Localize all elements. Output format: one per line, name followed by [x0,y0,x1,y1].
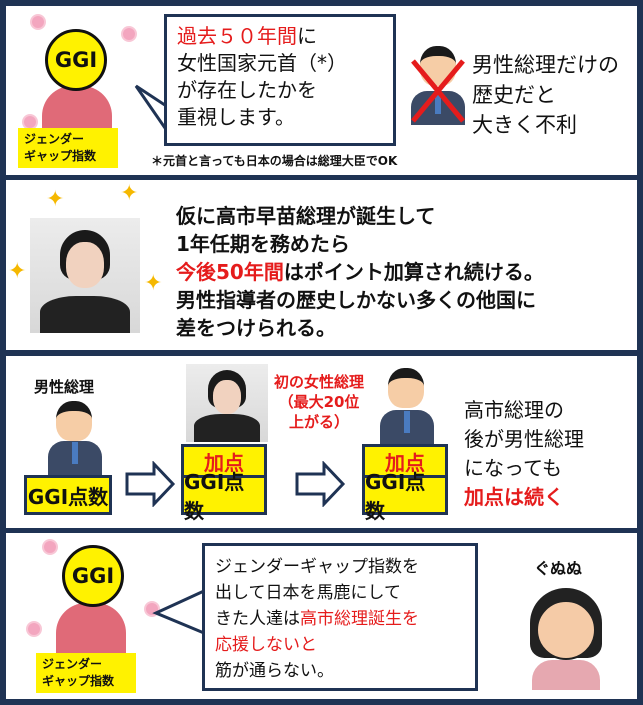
text-line: 大きく不利 [472,113,577,137]
disadvantage-text: 男性総理だけの 歴史だと 大きく不利 [472,50,619,140]
text-highlight: 加点は続く [464,485,564,509]
text-line: はポイント加算され続ける。 [283,260,544,284]
bubble-text: が存在したかを [177,78,317,102]
text-line: 仮に高市早苗総理が誕生して [176,204,436,228]
ggi-label: ジェンダー ギャップ指数 [36,653,136,693]
panel-ggi-intro: GGI ジェンダー ギャップ指数 過去５０年間に 女性国家元首（*） が存在した… [6,6,637,175]
bubble-highlight: 応援しないと [215,635,317,655]
bubble-text: ジェンダーギャップ指数を [215,557,419,577]
panel-takaichi: ✦ ✦ ✦ ✦ 仮に高市早苗総理が誕生して 1年任期を務めたら 今後50年間はポ… [6,180,637,350]
flower-icon [28,623,40,635]
ggi-badge-text: GGI [71,564,115,588]
male-pm-illustration [408,46,468,126]
ggi-badge: GGI [45,29,107,91]
sparkle-icon: ✦ [144,271,163,296]
ggi-label-line: ギャップ指数 [42,674,115,688]
first-female-pm-label: 初の女性総理 （最大20位 上がる） [274,372,364,432]
sparkle-icon: ✦ [46,187,65,212]
takaichi-text: 仮に高市早苗総理が誕生して 1年任期を務めたら 今後50年間はポイント加算され続… [176,202,544,342]
text-line: 高市総理の [464,398,564,422]
ggi-label-line: ジェンダー [42,657,103,671]
text-line: 1年任期を務めたら [176,232,350,256]
bonus-box: 加点 [181,444,267,478]
text-line: 上がる） [289,413,350,431]
bubble-text: 筋が通らない。 [215,661,334,681]
speech-bubble-tail [152,588,206,636]
box-text: 加点 [204,450,244,475]
text-line: 男性指導者の歴史しかない多くの他国に [176,288,536,312]
male-pm-illustration [378,368,438,444]
text-line: 男性総理だけの [472,53,619,77]
speech-bubble: 過去５０年間に 女性国家元首（*） が存在したかを 重視します。 [164,14,396,146]
bubble-text: に [297,24,317,48]
frustrated-sound: ぐぬぬ [534,559,583,578]
text-highlight: 今後50年間 [176,260,284,284]
sparkle-icon: ✦ [8,259,27,284]
bubble-text: きた人達は [215,609,300,629]
text-line: 差をつけられる。 [176,316,336,340]
ggi-score-box: GGI点数 [362,470,448,523]
sparkle-icon: ✦ [120,181,139,206]
panel-conclusion: GGI ジェンダー ギャップ指数 ジェンダーギャップ指数を 出して日本を馬鹿にし… [6,533,637,699]
continuation-text: 高市総理の 後が男性総理 になっても 加点は続く [464,396,584,512]
footnote: ＊元首と言っても日本の場合は総理大臣でOK [151,154,398,168]
flower-icon [24,116,36,128]
arrow-right-icon [295,461,346,507]
text-line: 初の女性総理 [274,373,365,391]
bubble-text: 出して日本を馬鹿にして [215,583,401,603]
ggi-label-line: ギャップ指数 [24,149,97,163]
ggi-badge-text: GGI [54,48,98,72]
arrow-right-icon [125,461,176,507]
flower-icon [123,28,135,40]
text-line: （最大20位 [278,393,360,411]
text-line: になっても [464,456,562,480]
ggi-score-box: GGI点数 [181,470,267,523]
male-pm-illustration [46,401,106,475]
bubble-highlight: 高市総理誕生を [300,609,419,629]
ggi-score-box: GGI点数 [24,475,112,515]
male-pm-label: 男性総理 [34,378,95,396]
box-text: GGI点数 [27,484,109,509]
text-line: 歴史だと [472,83,556,107]
flower-icon [32,16,44,28]
bubble-text: 女性国家元首（*） [177,51,347,75]
ggi-label-line: ジェンダー [24,132,85,146]
speech-bubble: ジェンダーギャップ指数を 出して日本を馬鹿にして きた人達は高市総理誕生を 応援… [202,543,478,691]
box-text: 加点 [385,450,425,475]
bubble-highlight: 過去５０年間 [177,24,297,48]
ggi-label: ジェンダー ギャップ指数 [18,128,118,168]
ggi-badge: GGI [62,545,124,607]
flower-icon [44,541,56,553]
frustrated-girl-illustration [526,588,606,690]
panel-score-flow: 男性総理 GGI点数 初の女性総理 （最大20位 上がる） 加点 GGI点数 加… [6,356,637,528]
takaichi-photo [186,364,268,442]
cross-icon [411,59,465,123]
text-line: 後が男性総理 [464,427,584,451]
bubble-text: 重視します。 [177,105,295,129]
box-text: GGI点数 [184,470,245,523]
takaichi-photo [30,218,140,333]
box-text: GGI点数 [365,470,426,523]
